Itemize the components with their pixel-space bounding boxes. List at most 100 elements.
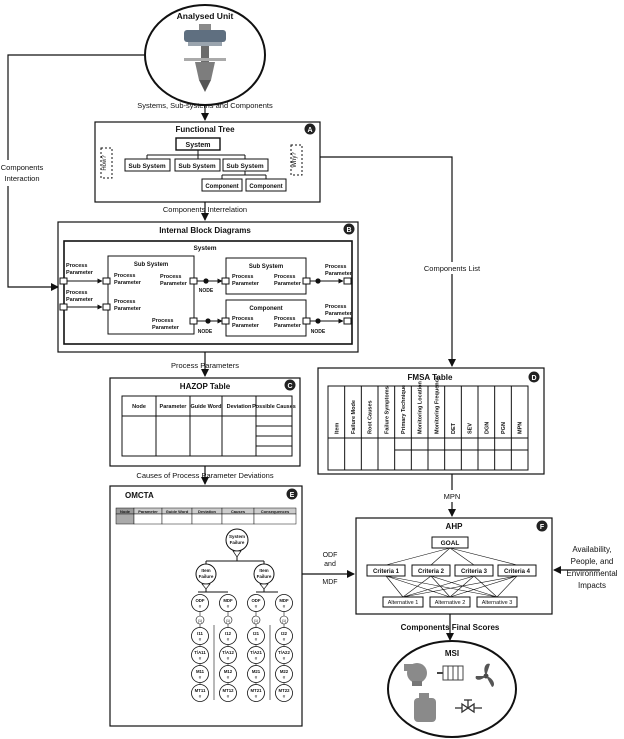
- svg-text:Parameter: Parameter: [274, 323, 302, 329]
- omcta-event-value: #: [255, 656, 258, 661]
- omcta-event-grid: ODF#(1)MDF#(1)ODF#(1)MDF#(1)I11#I12#I21#…: [191, 594, 293, 702]
- components-list-label: Components List: [424, 264, 481, 273]
- hazop-header-node: Node: [132, 404, 146, 410]
- ibd-port-label-1a: Process: [66, 263, 87, 269]
- omcta-event-label: MDF: [223, 598, 233, 603]
- svg-text:Process: Process: [325, 304, 346, 310]
- external-label-1: Availability,: [572, 545, 611, 554]
- ahp-criteria-4: Criteria 4: [504, 569, 531, 575]
- svg-text:D: D: [531, 375, 536, 382]
- omcta-event-label: T/A12: [222, 650, 234, 655]
- omcta-event-label: T/A22: [278, 650, 290, 655]
- omcta-event-value: #: [199, 604, 202, 609]
- ibd-system-label: System: [193, 245, 216, 252]
- odf-mdf-label-2: and: [324, 561, 336, 568]
- ibd-port-label-1b: Parameter: [66, 270, 94, 276]
- vessel-icon: [414, 693, 436, 722]
- omcta-event-label: MT12: [223, 688, 235, 693]
- omcta-gate-label: (1): [254, 619, 258, 623]
- badge-f: [536, 520, 548, 532]
- svg-text:Process: Process: [274, 274, 295, 280]
- functional-tree-title: Functional Tree: [175, 125, 235, 134]
- fmsa-title: FMSA Table: [408, 373, 453, 382]
- fmsa-header-0: Item: [334, 423, 340, 434]
- svg-text:Process: Process: [274, 316, 295, 322]
- omcta-event-label: M21: [252, 669, 261, 674]
- omcta-event-4-1: [219, 684, 237, 702]
- svg-text:F: F: [540, 524, 545, 531]
- svg-text:Parameter: Parameter: [274, 281, 302, 287]
- final-scores-label: Components Final Scores: [401, 623, 500, 632]
- tree-subsystem-2: Sub System: [178, 163, 215, 170]
- omcta-panel: OMCTA E Node Parameter Guide Word Deviat…: [109, 485, 303, 727]
- ahp-goal: GOAL: [441, 540, 460, 547]
- fmsa-header-3: Failure Symptoms: [384, 386, 390, 434]
- fmsa-panel: FMSA Table D Item Failure Mode Root Causes…: [317, 367, 545, 475]
- svg-text:Parameter: Parameter: [114, 280, 142, 286]
- omcta-header-node: Node: [120, 509, 131, 514]
- omcta-event-value: #: [283, 656, 286, 661]
- svg-text:Parameter: Parameter: [152, 325, 180, 331]
- ibd-port-label-2b: Parameter: [66, 297, 94, 303]
- omcta-event-value: #: [283, 675, 286, 680]
- fmsa-header-1: Failure Mode: [351, 400, 357, 434]
- omcta-gate-label: (1): [226, 619, 230, 623]
- components-interrelation-label: Components Interrelation: [163, 205, 247, 214]
- hazop-header-possible-causes: Possible Causes: [252, 404, 296, 410]
- pump-icon: [404, 663, 427, 686]
- omcta-event-label: I21: [253, 631, 260, 636]
- svg-text:Failure: Failure: [230, 540, 245, 545]
- components-list-bg: [420, 262, 484, 274]
- ahp-criteria-1: Criteria 1: [373, 569, 400, 575]
- ahp-criteria-2: Criteria 2: [418, 569, 445, 575]
- fmsa-header-7: DET: [451, 422, 457, 434]
- ibd-subsystem-block-right: [225, 257, 307, 295]
- svg-text:Sub System: Sub System: [134, 262, 168, 268]
- svg-text:A: A: [307, 127, 312, 134]
- how-label: How?: [102, 155, 108, 171]
- fmsa-header-9: DGN: [484, 422, 490, 434]
- omcta-event-value: #: [283, 694, 286, 699]
- svg-text:Process: Process: [152, 318, 173, 324]
- ibd-title: Internal Block Diagrams: [159, 226, 251, 235]
- ibd-component-block: [225, 299, 307, 337]
- how-box: [100, 147, 113, 179]
- omcta-event-label: I12: [225, 631, 232, 636]
- fmsa-table: Item Failure Mode Root Causes Failure Sympt…: [327, 375, 529, 471]
- tree-component-1: Component: [205, 184, 238, 190]
- external-label-2: People, and: [571, 557, 614, 566]
- svg-text:Process: Process: [114, 273, 135, 279]
- why-label: Why?: [292, 152, 298, 168]
- svg-text:Parameter: Parameter: [232, 323, 260, 329]
- omcta-event-value: #: [227, 637, 230, 642]
- ahp-title: AHP: [446, 522, 464, 531]
- hazop-panel: HAZOP Table C Node Parameter Guide Word …: [109, 377, 301, 467]
- svg-text:Failure: Failure: [199, 574, 214, 579]
- fmsa-header-2: Root Causes: [368, 400, 374, 434]
- ahp-criteria-3: Criteria 3: [461, 569, 488, 575]
- ibd-node-label-2: NODE: [198, 329, 213, 335]
- omcta-event-value: #: [283, 637, 286, 642]
- external-label-4: Impacts: [578, 581, 606, 590]
- omcta-event-value: #: [199, 694, 202, 699]
- svg-text:Item: Item: [259, 568, 268, 573]
- svg-text:Parameter: Parameter: [325, 271, 353, 277]
- svg-text:Item: Item: [201, 568, 210, 573]
- tree-component-2: Component: [249, 184, 282, 190]
- fmsa-header-8: SEV: [468, 423, 474, 434]
- causes-label: Causes of Process Parameter Deviations: [136, 471, 273, 480]
- badge-e: [286, 488, 298, 500]
- svg-text:Process: Process: [232, 316, 253, 322]
- fmsa-header-4: Primary Technique: [401, 385, 407, 434]
- process-parameters-label: Process Parameters: [171, 361, 239, 370]
- ahp-alternative-2: Alternative 2: [435, 600, 466, 606]
- omcta-event-label: MT11: [195, 688, 206, 693]
- omcta-event-value: #: [255, 604, 258, 609]
- omcta-event-label: T/A11: [194, 650, 206, 655]
- ahp-alternative-3: Alternative 3: [482, 600, 513, 606]
- svg-text:Process: Process: [160, 274, 181, 280]
- omcta-event-label: T/A21: [250, 650, 262, 655]
- components-interaction-label-2: Interaction: [4, 174, 39, 183]
- odf-mdf-label-3: MDF: [322, 579, 337, 586]
